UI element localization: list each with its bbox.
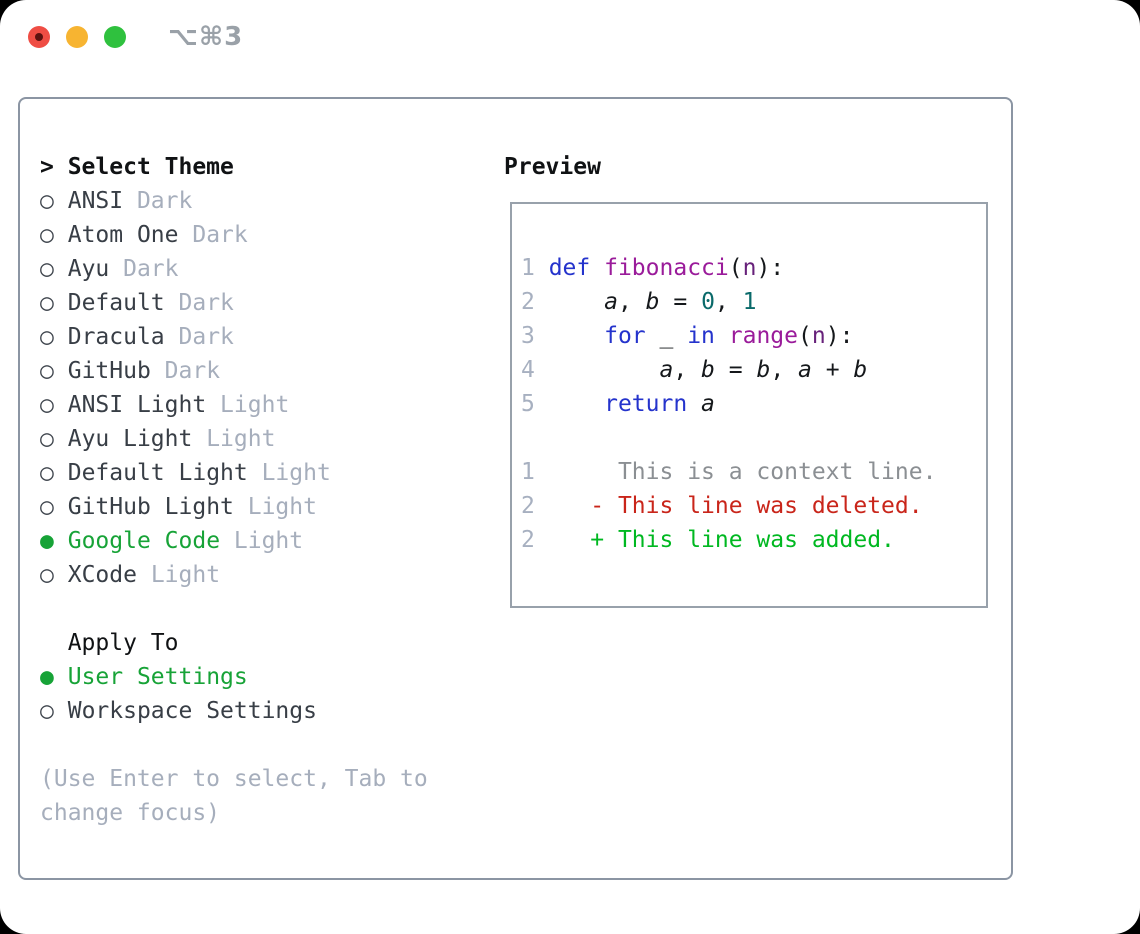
theme-variant: Dark xyxy=(164,290,234,316)
code-line: 5 return a xyxy=(521,391,715,417)
theme-item-default[interactable]: ○ Default Dark xyxy=(40,286,428,320)
close-button[interactable] xyxy=(28,26,50,48)
diff-line-del: 2 - This line was deleted. xyxy=(521,489,986,523)
theme-name: Atom One xyxy=(67,222,179,248)
code-line: 1 def fibonacci(n): xyxy=(521,255,785,281)
code-line: 4 a, b = b, a + b xyxy=(521,357,868,383)
theme-name: Google Code xyxy=(67,528,221,554)
apply-to-header: Apply To xyxy=(67,630,179,656)
theme-item-xcode[interactable]: ○ XCode Light xyxy=(40,558,428,592)
theme-variant: Light xyxy=(206,392,290,418)
titlebar: ⌥⌘3 xyxy=(0,0,1140,75)
theme-item-ayu[interactable]: ○ Ayu Dark xyxy=(40,252,428,286)
radio-icon: ○ xyxy=(40,698,54,724)
radio-icon: ○ xyxy=(40,562,54,588)
theme-item-google-code[interactable]: ● Google Code Light xyxy=(40,524,428,558)
theme-item-dracula[interactable]: ○ Dracula Dark xyxy=(40,320,428,354)
diff-line-context: 1 This is a context line. xyxy=(521,455,986,489)
theme-variant: Light xyxy=(136,562,221,588)
apply-option-label: Workspace Settings xyxy=(67,698,317,724)
theme-variant: Light xyxy=(233,494,317,520)
apply-option-label: User Settings xyxy=(67,664,248,690)
line-number: 2 xyxy=(521,289,549,315)
radio-icon: ○ xyxy=(40,188,54,214)
line-number: 3 xyxy=(521,323,549,349)
spacer xyxy=(40,728,428,762)
theme-variant: Light xyxy=(192,426,276,452)
line-number: 2 xyxy=(521,493,535,519)
radio-icon: ○ xyxy=(40,222,54,248)
help-text-line1: (Use Enter to select, Tab to xyxy=(40,766,428,792)
theme-name: Ayu Light xyxy=(67,426,193,452)
diff-marker xyxy=(590,459,618,485)
selected-radio-icon: ● xyxy=(40,528,54,554)
window-title: ⌥⌘3 xyxy=(168,22,244,52)
theme-variant: Dark xyxy=(164,324,234,350)
line-number: 5 xyxy=(521,391,549,417)
select-theme-header: > Select Theme xyxy=(40,154,234,180)
radio-icon: ○ xyxy=(40,256,54,282)
apply-option-user-settings[interactable]: ● User Settings xyxy=(40,660,428,694)
theme-variant: Dark xyxy=(109,256,179,282)
line-number: 2 xyxy=(521,527,535,553)
theme-name: XCode xyxy=(67,562,137,588)
diff-text: This line was deleted. xyxy=(617,493,923,519)
radio-icon: ○ xyxy=(40,460,54,486)
theme-variant: Dark xyxy=(123,188,193,214)
apply-option-workspace-settings[interactable]: ○ Workspace Settings xyxy=(40,694,428,728)
theme-picker-panel: > Select Theme ○ ANSI Dark○ Atom One Dar… xyxy=(18,97,1013,880)
spacer xyxy=(521,421,986,455)
theme-item-atom-one[interactable]: ○ Atom One Dark xyxy=(40,218,428,252)
code-preview: 1 def fibonacci(n): 2 a, b = 0, 1 3 for _ … xyxy=(521,251,986,421)
radio-icon: ○ xyxy=(40,426,54,452)
minimize-button[interactable] xyxy=(66,26,88,48)
prompt-icon: > xyxy=(40,154,68,180)
theme-variant: Light xyxy=(220,528,304,554)
theme-item-github-light[interactable]: ○ GitHub Light Light xyxy=(40,490,428,524)
theme-name: Dracula xyxy=(67,324,165,350)
diff-marker: - xyxy=(590,493,618,519)
theme-item-ansi[interactable]: ○ ANSI Dark xyxy=(40,184,428,218)
theme-name: Default xyxy=(67,290,165,316)
selected-radio-icon: ● xyxy=(40,664,54,690)
theme-name: Ayu xyxy=(67,256,110,282)
radio-icon: ○ xyxy=(40,290,54,316)
preview-pane: 1 def fibonacci(n): 2 a, b = 0, 1 3 for _ … xyxy=(510,202,988,608)
radio-icon: ○ xyxy=(40,324,54,350)
theme-variant: Light xyxy=(247,460,331,486)
radio-icon: ○ xyxy=(40,358,54,384)
theme-name: GitHub xyxy=(67,358,151,384)
diff-marker: + xyxy=(590,527,618,553)
diff-text: This line was added. xyxy=(617,527,895,553)
diff-preview: 1 This is a context line.2 - This line w… xyxy=(521,455,986,557)
theme-variant: Dark xyxy=(150,358,221,384)
left-column: > Select Theme ○ ANSI Dark○ Atom One Dar… xyxy=(40,150,428,830)
diff-text: This is a context line. xyxy=(617,459,937,485)
theme-name: Default Light xyxy=(67,460,248,486)
help-text-line2: change focus) xyxy=(40,800,221,826)
radio-icon: ○ xyxy=(40,392,54,418)
preview-header: Preview xyxy=(504,154,601,180)
theme-variant: Dark xyxy=(178,222,248,248)
theme-item-default-light[interactable]: ○ Default Light Light xyxy=(40,456,428,490)
zoom-button[interactable] xyxy=(104,26,126,48)
apply-to-list: ● User Settings○ Workspace Settings xyxy=(40,660,428,728)
theme-item-ansi-light[interactable]: ○ ANSI Light Light xyxy=(40,388,428,422)
line-number: 4 xyxy=(521,357,549,383)
theme-list: ○ ANSI Dark○ Atom One Dark○ Ayu Dark○ De… xyxy=(40,184,428,592)
code-line: 2 a, b = 0, 1 xyxy=(521,289,757,315)
theme-name: ANSI xyxy=(67,188,124,214)
diff-line-add: 2 + This line was added. xyxy=(521,523,986,557)
radio-icon: ○ xyxy=(40,494,54,520)
line-number: 1 xyxy=(521,255,549,281)
theme-name: GitHub Light xyxy=(67,494,234,520)
code-line: 3 for _ in range(n): xyxy=(521,323,854,349)
line-number: 1 xyxy=(521,459,535,485)
theme-name: ANSI Light xyxy=(67,392,207,418)
theme-item-ayu-light[interactable]: ○ Ayu Light Light xyxy=(40,422,428,456)
theme-item-github[interactable]: ○ GitHub Dark xyxy=(40,354,428,388)
spacer xyxy=(40,592,428,626)
